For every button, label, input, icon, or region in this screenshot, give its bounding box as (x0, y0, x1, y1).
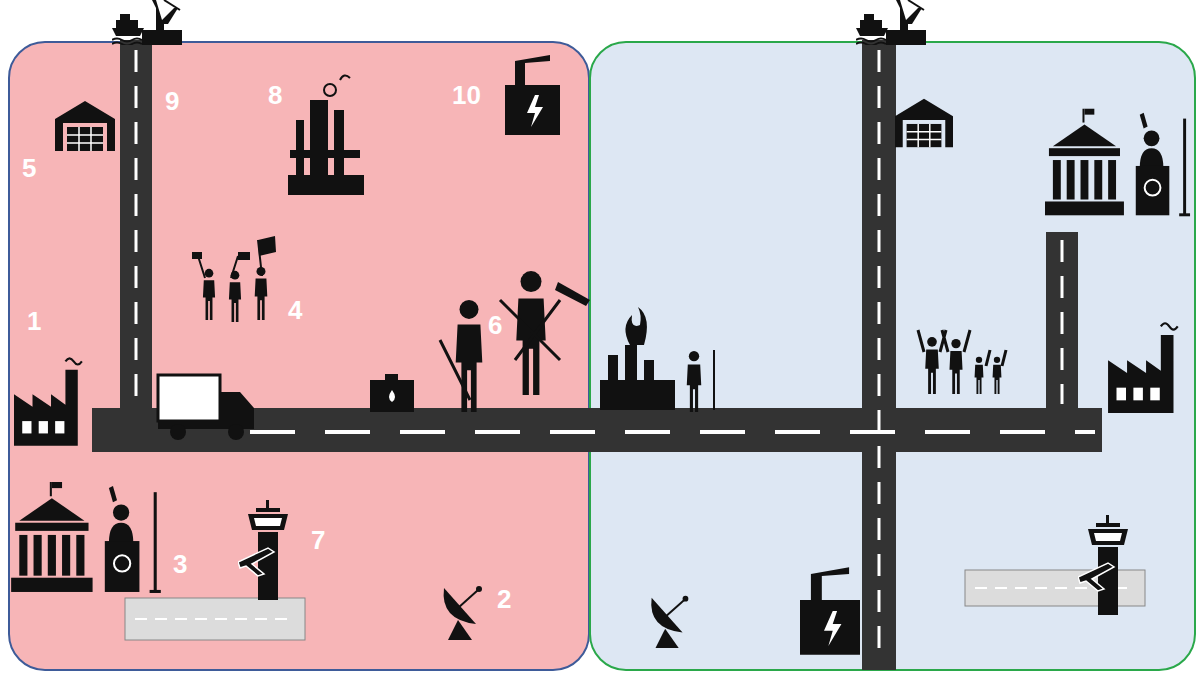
government-right (1045, 109, 1190, 217)
callout-number: 7 (311, 527, 325, 553)
callout-number: 1 (27, 308, 41, 334)
callout-number: 2 (497, 586, 511, 612)
government-left (11, 482, 161, 593)
port-right (856, 0, 926, 46)
warehouse-left (55, 101, 115, 151)
satellite-dish-left (444, 586, 482, 640)
control-tower-left (238, 500, 288, 600)
callout-number: 9 (165, 88, 179, 114)
celebrating-family (918, 330, 1006, 394)
warehouse-right (895, 99, 953, 147)
factory-right (1108, 323, 1178, 413)
firefighter (687, 351, 701, 412)
callout-number: 6 (488, 312, 502, 338)
callout-number: 8 (268, 82, 282, 108)
callout-number: 3 (173, 551, 187, 577)
callout-number: 4 (288, 297, 302, 323)
roads (92, 40, 1102, 670)
power-plant-right (800, 567, 860, 654)
callout-number: 5 (22, 155, 36, 181)
firefighter-tool (713, 350, 715, 410)
control-tower-right (1078, 515, 1128, 615)
runway-left (125, 598, 305, 640)
port-left (112, 0, 182, 46)
region-left (9, 42, 589, 670)
fuel-can (370, 374, 414, 412)
oil-refinery (288, 75, 364, 195)
callout-number: 10 (452, 82, 481, 108)
burning-refinery (600, 307, 675, 410)
armed-fighters (440, 271, 590, 412)
power-plant-left (505, 55, 560, 135)
factory-left (14, 358, 82, 445)
satellite-dish-right (651, 596, 688, 648)
protesters (192, 236, 276, 322)
truck (158, 375, 254, 440)
